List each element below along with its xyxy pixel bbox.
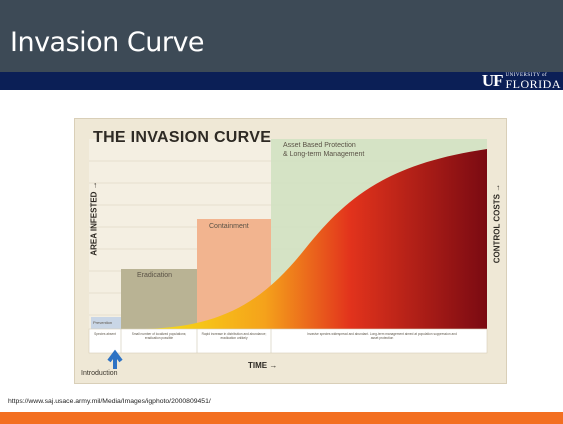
prevention-block <box>91 317 121 329</box>
x-axis-label: TIME → <box>248 361 278 370</box>
stage-label-prevention: Prevention <box>93 320 113 325</box>
y-axis-label-left: AREA INFESTED → <box>89 181 99 256</box>
stage-label-containment: Containment <box>209 223 249 230</box>
logo-university-of: UNIVERSITY of <box>505 72 548 78</box>
footnote-widespread: Invasive species widespread and abundant… <box>307 332 457 340</box>
uf-logo: UF UNIVERSITY of FLORIDA <box>482 71 561 91</box>
introduction-arrow <box>107 349 123 369</box>
header-band <box>0 72 563 90</box>
figure-title: THE INVASION CURVE <box>93 129 272 146</box>
title-bar: Invasion Curve <box>0 0 563 72</box>
invasion-curve-graphic <box>88 139 488 369</box>
introduction-label: Introduction <box>81 370 118 377</box>
bottom-accent-bar <box>0 412 563 424</box>
logo-university: UNIVERSITY of FLORIDA <box>505 73 561 90</box>
source-url: https://www.saj.usace.army.mil/Media/Ima… <box>8 398 211 405</box>
invasion-curve <box>145 149 487 329</box>
logo-florida: FLORIDA <box>505 76 561 91</box>
y-axis-label-right: CONTROL COSTS → <box>492 183 502 264</box>
logo-uf: UF <box>481 71 504 90</box>
footnote-rapid: Rapid increase in distribution and abund… <box>201 332 267 340</box>
footnote-absent: Species absent <box>94 332 116 336</box>
stage-label-asset: Asset Based Protection & Long-term Manag… <box>283 141 364 159</box>
invasion-curve-figure: THE INVASION CURVE Asset Based Protectio… <box>74 118 507 384</box>
footnote-small: Small number of localized populations; e… <box>131 332 187 340</box>
stage-label-asset-line1: Asset Based Protection <box>283 142 356 149</box>
footnote-band <box>88 328 488 354</box>
stage-label-eradication: Eradication <box>137 272 173 279</box>
slide-title: Invasion Curve <box>10 27 205 58</box>
stage-label-asset-line2: & Long-term Management <box>283 151 365 158</box>
eradication-block <box>121 269 197 329</box>
